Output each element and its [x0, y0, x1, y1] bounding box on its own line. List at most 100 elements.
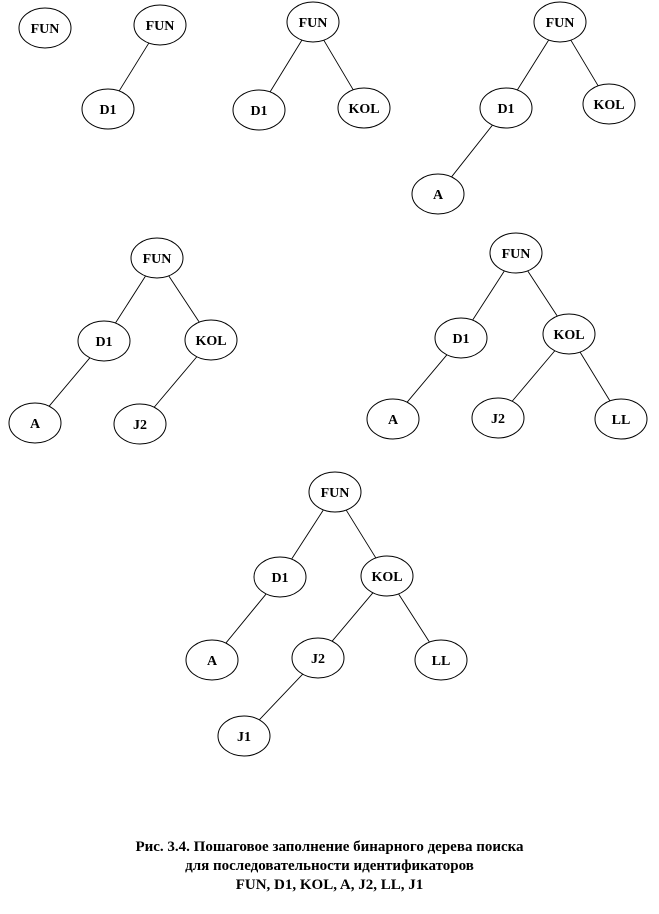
edge-d1-a [48, 357, 91, 407]
edge-d1-a [406, 354, 448, 403]
node-ellipse [217, 715, 271, 757]
node-ellipse [291, 637, 345, 679]
node-label: J2 [311, 652, 325, 667]
tree-node-kol: KOL [542, 313, 596, 355]
node-ellipse [18, 7, 72, 49]
node-ellipse [184, 319, 238, 361]
node-ellipse [366, 398, 420, 440]
node-ellipse [411, 173, 465, 215]
node-ellipse [253, 556, 307, 598]
tree-node-d1: D1 [77, 320, 131, 362]
tree-node-kol: KOL [582, 83, 636, 125]
node-label: D1 [99, 103, 116, 118]
node-label: KOL [371, 570, 402, 585]
node-label: FUN [546, 16, 575, 31]
node-ellipse [489, 232, 543, 274]
node-ellipse [582, 83, 636, 125]
node-ellipse [542, 313, 596, 355]
node-label: A [30, 417, 41, 432]
tree-node-a: A [366, 398, 420, 440]
edge-fun-kol [527, 270, 558, 317]
node-ellipse [337, 87, 391, 129]
tree-node-fun: FUN [308, 471, 362, 513]
edge-fun-d1 [118, 42, 150, 92]
edge-fun-d1 [291, 509, 324, 560]
node-label: KOL [593, 98, 624, 113]
node-ellipse [434, 317, 488, 359]
node-label: A [207, 654, 218, 669]
tree-node-kol: KOL [184, 319, 238, 361]
figure-caption: Рис. 3.4. Пошаговое заполнение бинарного… [0, 838, 659, 895]
edge-d1-a [225, 593, 267, 644]
edge-kol-ll [398, 593, 430, 643]
edge-kol-j2 [331, 592, 374, 642]
tree-node-a: A [185, 639, 239, 681]
edge-kol-j2 [511, 350, 556, 402]
edge-fun-kol [345, 509, 377, 559]
tree-node-j2: J2 [291, 637, 345, 679]
node-label: KOL [553, 328, 584, 343]
edge-d1-a [451, 124, 493, 178]
edge-kol-ll [579, 351, 611, 402]
node-ellipse [185, 639, 239, 681]
tree-node-fun: FUN [286, 1, 340, 43]
edge-fun-d1 [516, 39, 550, 91]
node-label: LL [432, 654, 451, 669]
tree-node-a: A [411, 173, 465, 215]
node-label: A [388, 413, 399, 428]
edge-fun-d1 [472, 270, 505, 321]
edge-fun-kol [323, 39, 354, 91]
caption-line-2: для последовательности идентификаторов [185, 858, 474, 874]
edge-kol-j2 [153, 356, 198, 408]
node-label: A [433, 188, 444, 203]
node-label: D1 [497, 102, 514, 117]
node-label: FUN [299, 16, 328, 31]
caption-line-3: FUN, D1, KOL, A, J2, LL, J1 [235, 877, 424, 893]
tree-node-d1: D1 [253, 556, 307, 598]
tree-node-fun: FUN [18, 7, 72, 49]
edge-j2-j1 [259, 673, 303, 721]
edge-fun-kol [168, 275, 200, 323]
node-ellipse [81, 88, 135, 130]
caption-line-1: Рис. 3.4. Пошаговое заполнение бинарного… [135, 839, 524, 855]
node-ellipse [308, 471, 362, 513]
tree-node-fun: FUN [133, 4, 187, 46]
tree-step-1: FUN [18, 7, 72, 49]
node-label: D1 [250, 104, 267, 119]
tree-step-6: FUN D1 KOL A J2 LL [366, 232, 648, 440]
node-ellipse [232, 89, 286, 131]
tree-node-d1: D1 [232, 89, 286, 131]
node-ellipse [113, 403, 167, 445]
node-label: D1 [452, 332, 469, 347]
node-label: KOL [195, 334, 226, 349]
tree-node-ll: LL [594, 398, 648, 440]
tree-step-5: FUN D1 KOL A J2 [8, 237, 238, 445]
edge-fun-kol [570, 39, 599, 87]
tree-node-d1: D1 [434, 317, 488, 359]
tree-node-d1: D1 [479, 87, 533, 129]
node-label: FUN [31, 22, 60, 37]
node-ellipse [286, 1, 340, 43]
tree-node-j1: J1 [217, 715, 271, 757]
tree-step-2: FUN D1 [81, 4, 187, 130]
node-label: J1 [237, 730, 251, 745]
node-label: KOL [348, 102, 379, 117]
tree-node-kol: KOL [360, 555, 414, 597]
node-ellipse [471, 397, 525, 439]
node-ellipse [414, 639, 468, 681]
tree-node-fun: FUN [130, 237, 184, 279]
tree-node-j2: J2 [113, 403, 167, 445]
node-ellipse [594, 398, 648, 440]
node-label: J2 [133, 418, 147, 433]
tree-node-ll: LL [414, 639, 468, 681]
node-ellipse [77, 320, 131, 362]
node-ellipse [8, 402, 62, 444]
edge-fun-d1 [269, 39, 303, 93]
tree-node-j2: J2 [471, 397, 525, 439]
node-label: FUN [321, 486, 350, 501]
node-label: LL [612, 413, 631, 428]
tree-node-a: A [8, 402, 62, 444]
node-label: J2 [491, 412, 505, 427]
tree-node-fun: FUN [489, 232, 543, 274]
